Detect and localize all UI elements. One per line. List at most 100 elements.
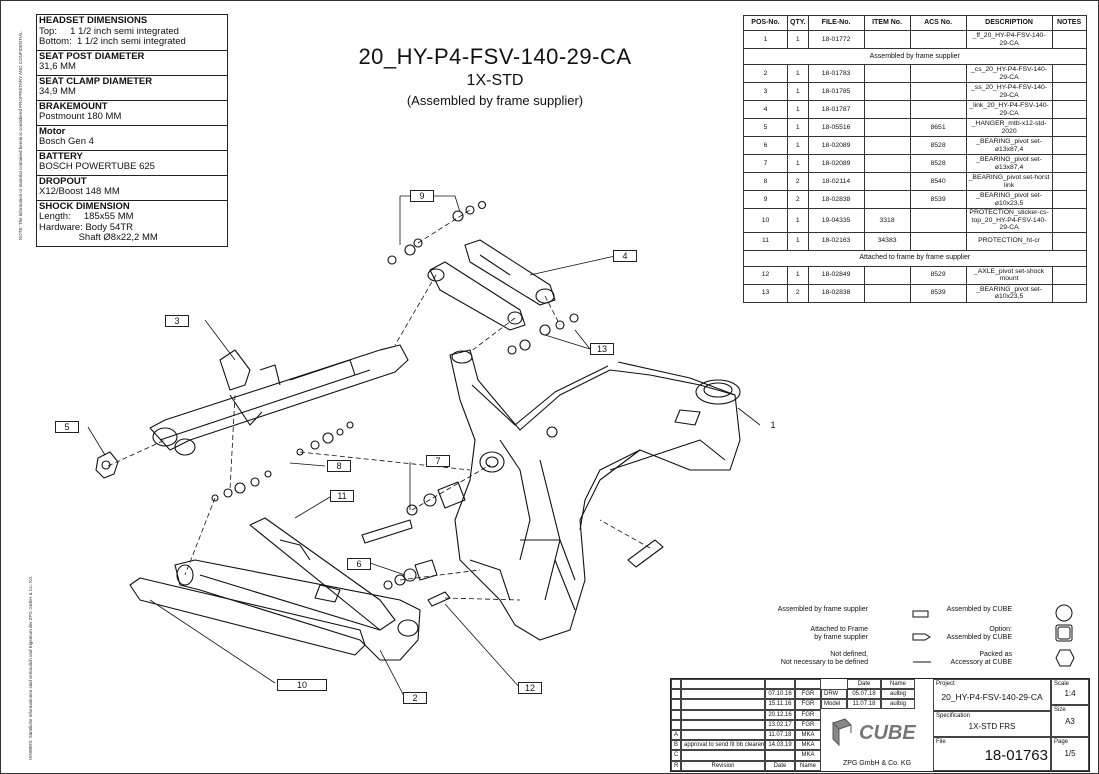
bom-cell xyxy=(1051,208,1087,233)
spec-line: BOSCH POWERTUBE 625 xyxy=(39,161,155,172)
spec-line: Bottom: 1 1/2 inch semi integrated xyxy=(39,36,186,47)
scale-cell: Scale 1:4 xyxy=(1051,679,1089,705)
rev-desc-cell xyxy=(681,730,765,741)
spec-line: Top: 1 1/2 inch semi integrated xyxy=(39,25,179,37)
circle-icon xyxy=(1055,604,1073,627)
seatstay-part xyxy=(149,344,409,456)
legend-label-right: Assembled by CUBE xyxy=(946,606,1012,613)
rev-date: 14.03.19 xyxy=(765,740,795,751)
pentagon-icon xyxy=(912,629,932,647)
rectangle-icon xyxy=(912,606,930,624)
bom-header-row: POS-No.QTY.FILE-No.ITEM No.ACS No.DESCRI… xyxy=(743,15,1087,31)
specification-cell: Specification 1X-STD FRS xyxy=(933,711,1051,737)
rev-date-cell xyxy=(765,679,795,690)
rev-date-header: Date xyxy=(765,760,795,771)
bom-cell: 12 xyxy=(743,265,788,285)
drawing-subtitle: 1X-STD xyxy=(466,72,524,89)
bom-cell: _AXLE_pivot set-shock mount xyxy=(965,265,1053,285)
date-header: Date xyxy=(847,679,881,689)
callout-2: 2 xyxy=(403,692,427,704)
drw-label: DRW xyxy=(821,689,847,699)
legend-label-right: Option: Assembled by CUBE xyxy=(946,626,1012,641)
bom-table: POS-No.QTY.FILE-No.ITEM No.ACS No.DESCRI… xyxy=(743,15,1087,303)
bom-cell: 18-02838 xyxy=(807,190,865,209)
legend-label-left: Not defined, Not necessary to be defined xyxy=(780,651,868,666)
callout-12: 12 xyxy=(518,682,542,694)
callout-8: 8 xyxy=(327,460,351,472)
spec-line: 34,9 MM xyxy=(39,86,76,97)
rev-initials: FGR xyxy=(795,699,821,710)
spec-heading: Motor xyxy=(39,125,66,137)
bom-cell: 10 xyxy=(743,208,788,233)
callout-9: 9 xyxy=(410,190,434,202)
spec-line: 31,6 MM xyxy=(39,61,76,72)
hexagon-icon xyxy=(1055,649,1075,672)
rev-letter-cell xyxy=(671,679,681,690)
name-header: Name xyxy=(881,679,915,689)
rev-letter: C xyxy=(671,750,681,761)
file-cell: File 18-01763 xyxy=(933,737,1051,771)
spec-heading: DROPOUT xyxy=(39,175,87,187)
bom-cell: _BEARING_pivot set-ø10x23,5 xyxy=(965,190,1053,209)
spec-value: 1X-STD FRS xyxy=(968,722,1016,731)
rev-initials: FGR xyxy=(795,719,821,730)
spec-line: Bosch Gen 4 xyxy=(39,136,94,147)
drawing-title: 20_HY-P4-FSV-140-29-CA xyxy=(358,44,632,69)
callout-3: 3 xyxy=(165,315,189,327)
link-part xyxy=(427,239,556,331)
bom-cell: 8539 xyxy=(909,190,967,209)
file-value: 18-01763 xyxy=(984,747,1048,764)
model-label: Model xyxy=(821,699,847,709)
callout-5: 5 xyxy=(55,421,79,433)
spec-heading: BATTERY xyxy=(39,150,83,162)
rev-desc-cell xyxy=(681,699,765,710)
rev-date: 15.11.16 xyxy=(765,699,795,710)
callout-11: 11 xyxy=(330,490,354,502)
rev-date: 11.07.18 xyxy=(765,730,795,741)
bearing-hardware xyxy=(211,200,664,607)
rev-header: Revision xyxy=(681,760,765,771)
rev-initials: FGR xyxy=(795,709,821,720)
rev-desc-cell xyxy=(681,679,765,690)
rev-note: approval to send fit bb clearence is ok xyxy=(681,740,765,751)
hanger-part xyxy=(95,451,119,479)
rev-desc-cell xyxy=(681,719,765,730)
callout-6: 6 xyxy=(347,558,371,570)
bom-cell xyxy=(1051,190,1087,209)
bom-header: NOTES xyxy=(1051,15,1087,31)
rev-date-cell xyxy=(765,750,795,761)
drawing-note: (Assembled by frame supplier) xyxy=(406,93,584,108)
chainstay-part xyxy=(174,517,421,661)
project-value: 20_HY-P4-FSV-140-29-CA xyxy=(941,692,1043,702)
spec-heading: SEAT POST DIAMETER xyxy=(39,50,145,62)
rev-letter-cell xyxy=(671,719,681,730)
logo-area: CUBE xyxy=(821,709,933,759)
callout-10: 10 xyxy=(277,679,327,691)
spec-line: Postmount 180 MM xyxy=(39,111,122,122)
rev-letter-cell xyxy=(671,709,681,720)
page-cell: Page 1/5 xyxy=(1051,737,1089,771)
main-frame-part xyxy=(449,349,741,641)
chainstay-protector-part xyxy=(129,577,366,656)
rev-name-header: Name xyxy=(795,760,821,771)
rev-initials: MKA xyxy=(795,750,821,761)
rev-name-cell xyxy=(795,679,821,690)
model-name: aulbig xyxy=(881,699,915,709)
spec-line: X12/Boost 148 MM xyxy=(39,186,120,197)
bom-cell: 9 xyxy=(743,190,788,209)
rev-desc-cell xyxy=(681,709,765,720)
callout-13: 13 xyxy=(590,343,614,355)
spec-heading: BRAKEMOUNT xyxy=(39,100,108,112)
legend-label-left: Attached to Frame by frame supplier xyxy=(810,626,868,641)
